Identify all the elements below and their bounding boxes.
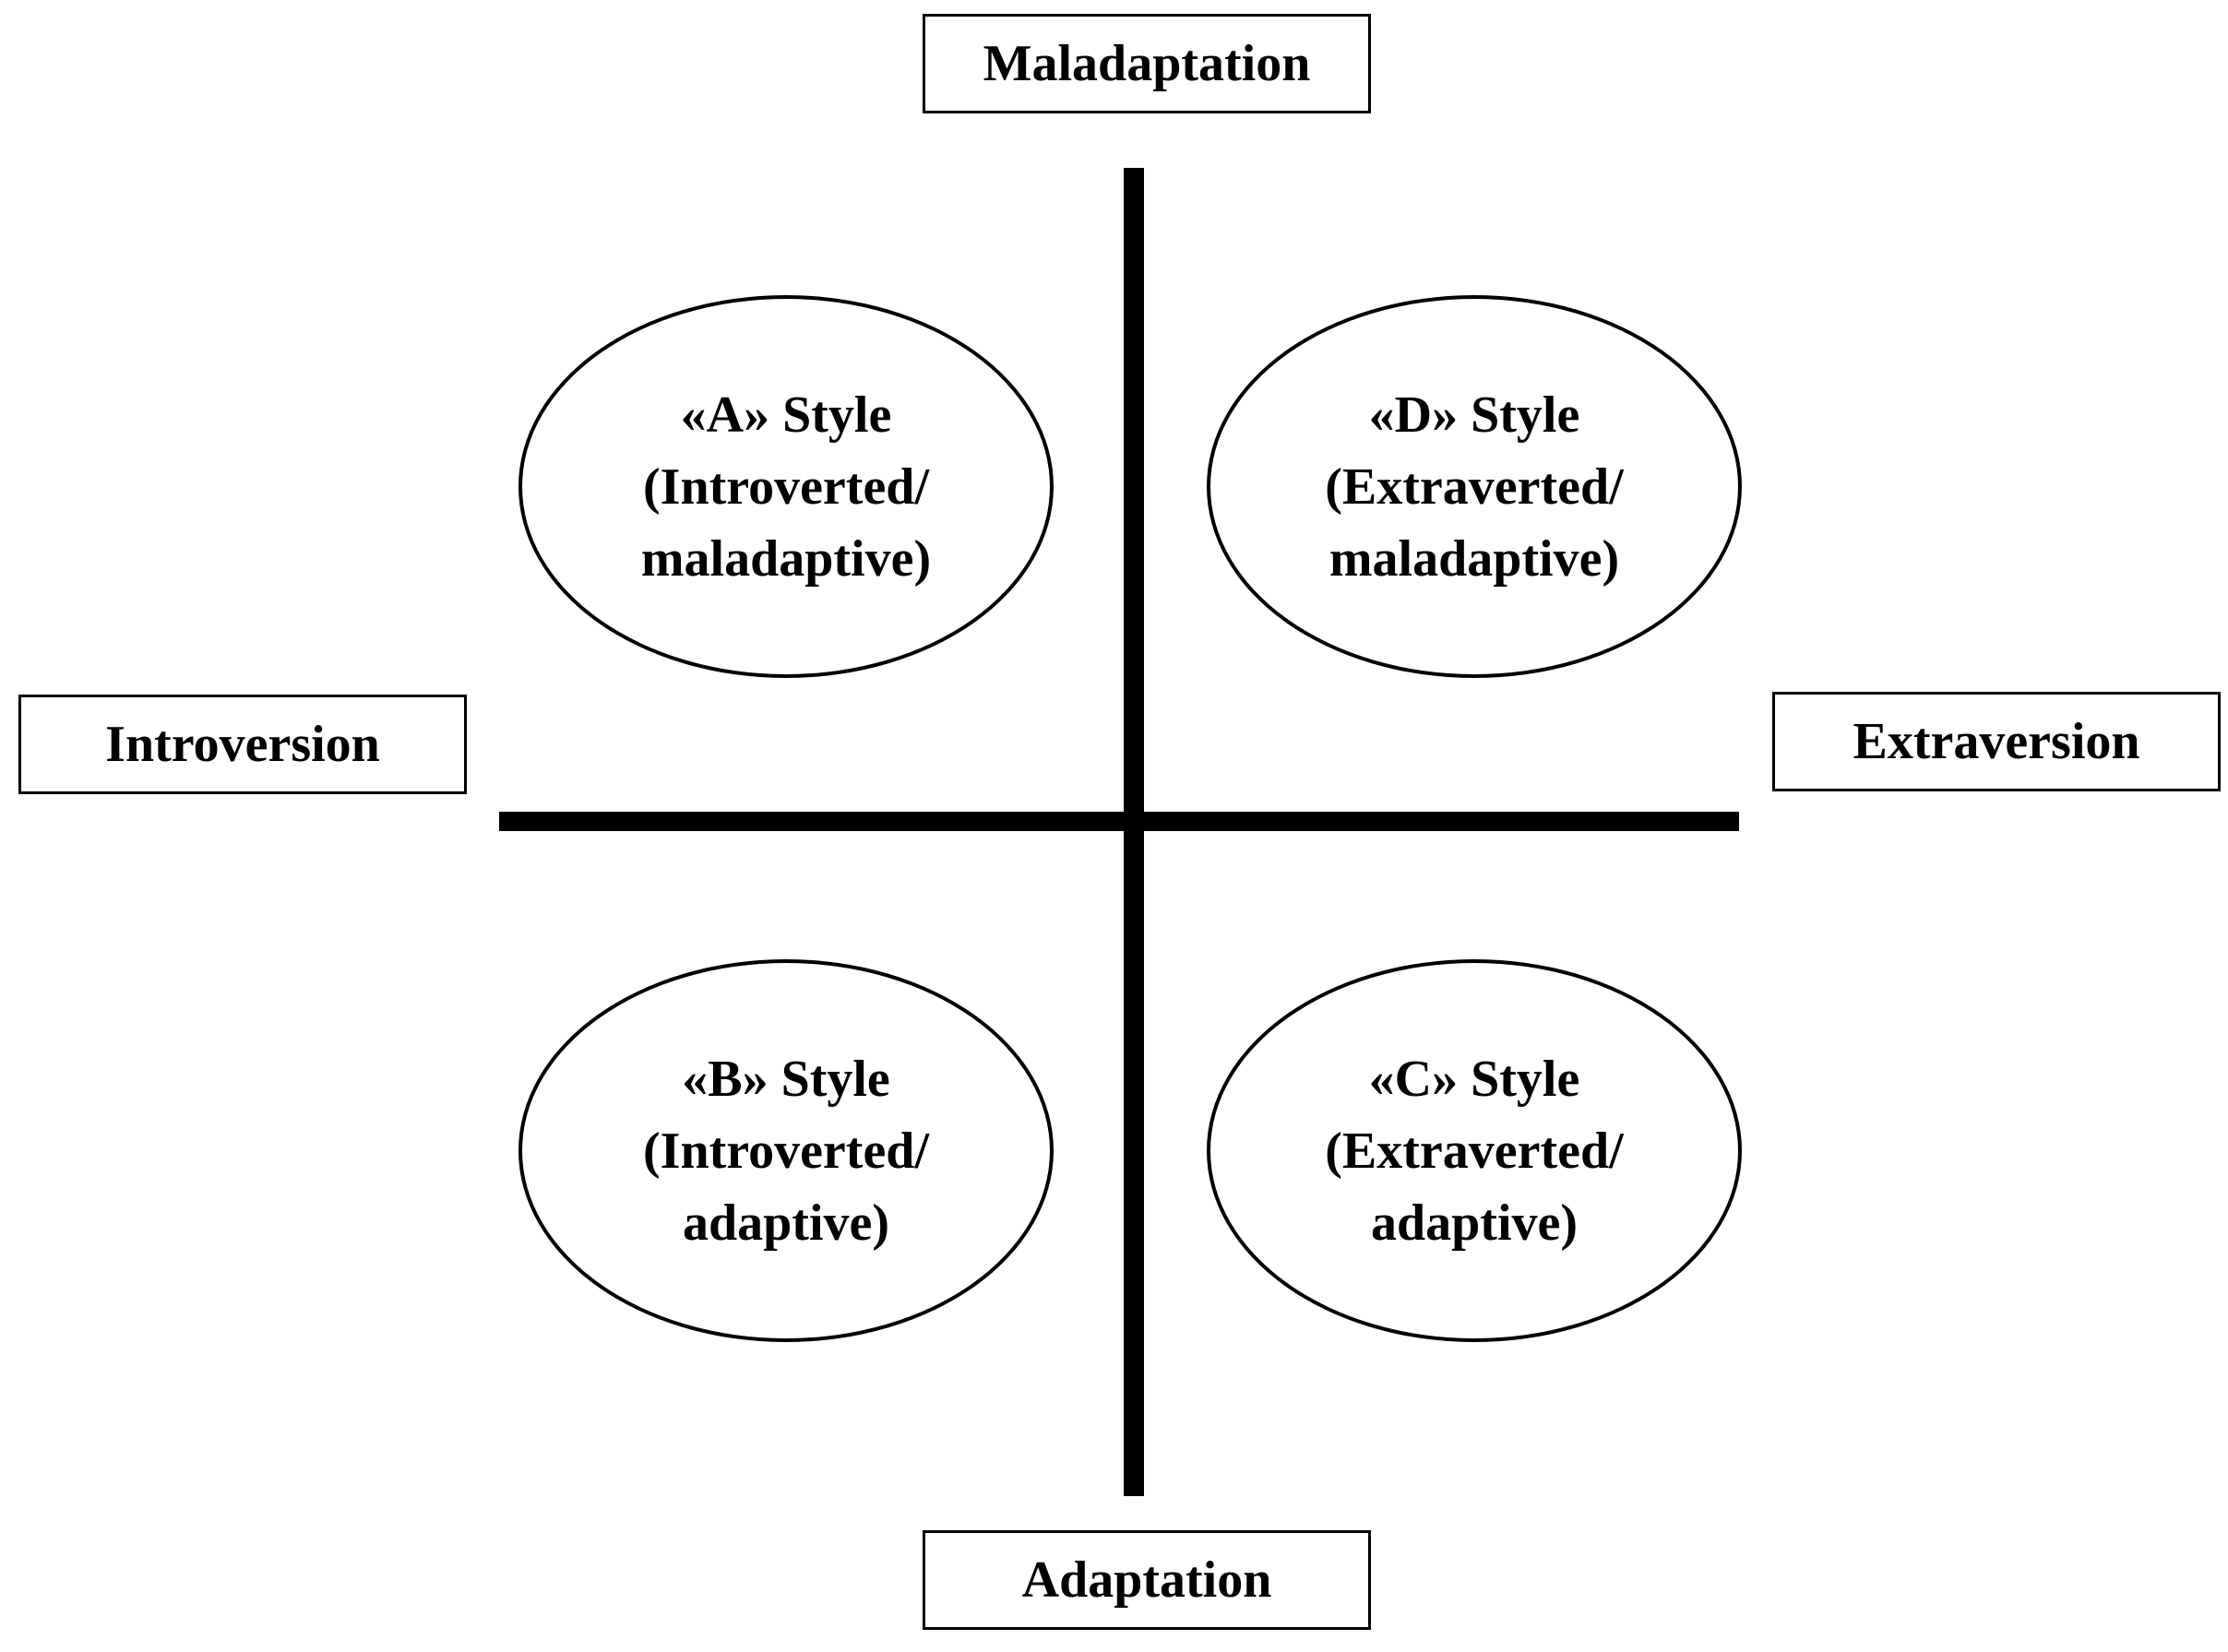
adaptation-label-box: Adaptation [923, 1530, 1371, 1630]
style-b-title: «B» Style [682, 1050, 890, 1108]
style-a-title: «A» Style [680, 386, 892, 444]
style-b-ellipse: «B» Style (Introverted/ adaptive) [518, 959, 1054, 1342]
introversion-label: Introversion [105, 716, 380, 773]
maladaptation-label-box: Maladaptation [923, 14, 1371, 113]
style-c-descriptor: (Extraverted/ [1325, 1122, 1624, 1180]
adaptation-label: Adaptation [1021, 1551, 1272, 1609]
style-d-qualifier: maladaptive) [1328, 529, 1620, 588]
style-a-ellipse: «A» Style (Introverted/ maladaptive) [518, 295, 1054, 678]
extraversion-label: Extraversion [1853, 713, 2140, 770]
extraversion-label-box: Extraversion [1772, 692, 2221, 791]
maladaptation-label: Maladaptation [983, 35, 1311, 92]
style-a-qualifier: maladaptive) [640, 529, 932, 588]
style-c-title: «C» Style [1368, 1050, 1580, 1108]
style-d-title: «D» Style [1368, 386, 1580, 444]
vertical-axis-line [1124, 168, 1144, 1496]
horizontal-axis-line [499, 812, 1739, 831]
style-d-descriptor: (Extraverted/ [1325, 458, 1624, 516]
style-c-qualifier: adaptive) [1371, 1194, 1578, 1252]
style-b-qualifier: adaptive) [683, 1194, 889, 1252]
style-b-descriptor: (Introverted/ [643, 1122, 929, 1180]
style-a-descriptor: (Introverted/ [643, 458, 929, 516]
style-d-ellipse: «D» Style (Extraverted/ maladaptive) [1207, 295, 1742, 678]
style-c-ellipse: «C» Style (Extraverted/ adaptive) [1207, 959, 1742, 1342]
introversion-label-box: Introversion [18, 695, 467, 794]
